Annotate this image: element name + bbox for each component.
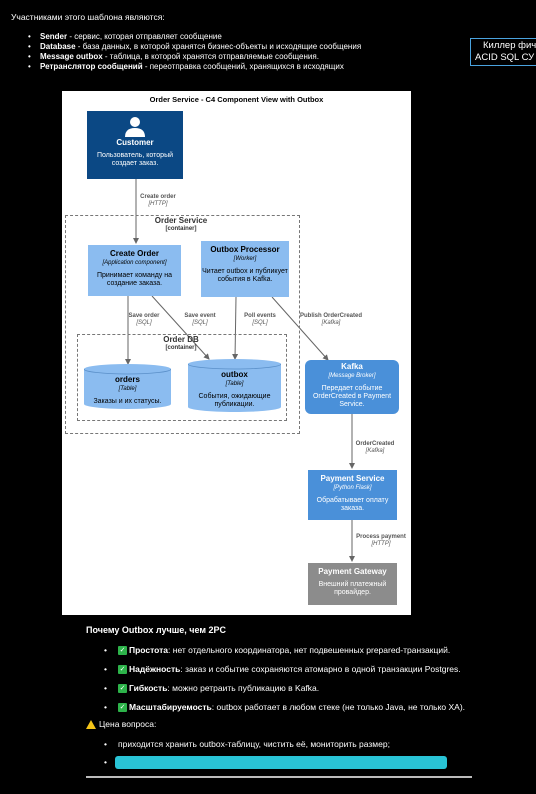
edge-label-order-created: OrderCreated [Kafka] [355,441,395,454]
participant-item: Ретранслятор сообщений - переотправка со… [28,62,361,72]
create-order-box: Create Order [Application component] При… [88,245,181,296]
why-outbox-heading: Почему Outbox лучше, чем 2PC [86,625,227,635]
benefit-item: ✓Масштабируемость: outbox работает в люб… [104,702,465,721]
participant-item: Message outbox - таблица, в которой хран… [28,52,361,62]
payment-gateway-box: Payment Gateway Внешний платежный провай… [308,563,397,605]
check-icon: ✓ [118,665,127,675]
order-service-container [65,215,300,434]
diagram-title: Order Service - C4 Component View with O… [149,95,324,104]
edge-label-save-order: Save order [SQL] [128,313,160,326]
benefit-item: ✓Гибкость: можно ретраить публикацию в K… [104,683,465,702]
edge-label-save-event: Save event [SQL] [184,313,216,326]
check-icon: ✓ [118,684,127,694]
intro-text: Участниками этого шаблона являются: [11,12,165,22]
check-icon: ✓ [118,703,127,713]
c4-diagram: Order Service - C4 Component View with O… [62,91,411,615]
edge-label-create-order: Create order [HTTP] [140,194,176,207]
order-db-label: Order DB [container] [163,335,199,352]
benefit-item: ✓Простота: нет отдельного координатора, … [104,645,465,664]
warning-icon [86,720,96,730]
diagram-arrows [125,179,355,562]
divider [86,776,472,778]
edge-label-poll-events: Poll events [SQL] [244,313,276,326]
price-heading: Цена вопроса: [86,719,156,730]
benefits-list: ✓Простота: нет отдельного координатора, … [104,645,465,721]
cost-item: приходится хранить outbox-таблицу, чисти… [104,739,390,757]
outbox-table-cylinder: outbox [Table] События, ожидающие публик… [188,359,281,413]
participants-list: Sender - сервис, которая отправляет сооб… [28,32,361,72]
participant-item: Sender - сервис, которая отправляет сооб… [28,32,361,42]
order-db-container [77,334,287,421]
kafka-box: Kafka [Message Broker] Передает событие … [305,360,399,414]
costs-list: приходится хранить outbox-таблицу, чисти… [104,739,390,775]
payment-service-box: Payment Service [Python Flask] Обрабатыв… [308,470,397,520]
check-icon: ✓ [118,646,127,656]
side-feature-box: Киллер фич ACID SQL СУ [470,38,536,66]
cost-item [104,757,390,775]
edge-label-publish: Publish OrderCreated [Kafka] [299,313,362,326]
highlighted-text-bar [115,756,447,769]
order-service-label: Order Service [container] [154,216,208,233]
customer-box: Customer Пользователь, который создает з… [87,111,183,179]
outbox-processor-box: Outbox Processor [Worker] Читает outbox … [201,241,289,297]
participant-item: Database - база данных, в которой хранят… [28,42,361,52]
person-icon [125,117,145,137]
benefit-item: ✓Надёжность: заказ и событие сохраняются… [104,664,465,683]
orders-table-cylinder: orders [Table] Заказы и их статусы. [84,364,171,410]
edge-label-process-payment: Process payment [HTTP] [356,534,406,547]
